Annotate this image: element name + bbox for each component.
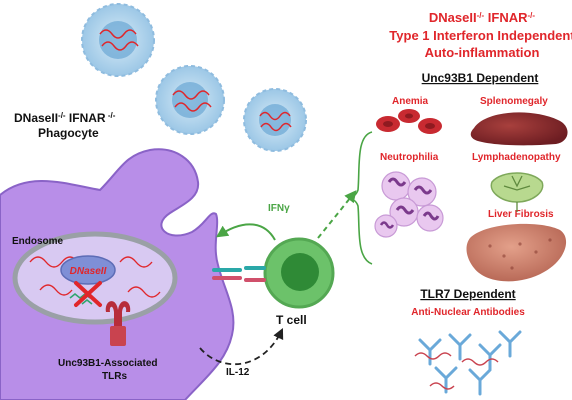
tlr-receptor-icon <box>105 301 131 346</box>
il12-label: IL-12 <box>226 367 250 378</box>
dnase-enzyme: DNaseII <box>60 255 116 307</box>
spleen-icon <box>470 112 568 146</box>
ifn-gamma-label: IFNγ <box>268 203 290 214</box>
svg-text:Phagocyte: Phagocyte <box>38 126 99 140</box>
phenotype-anti-nuclear-antibodies: Anti-Nuclear Antibodies <box>411 307 525 318</box>
lymph-node-icon <box>490 172 544 212</box>
phagocyte-label: DNaseII-/- IFNAR -/- Phagocyte <box>14 111 116 140</box>
nuclear-antigen-strands <box>414 352 499 390</box>
liver-fibrosis-spots <box>488 238 552 270</box>
endosome-label: Endosome <box>12 236 64 247</box>
tlr7-heading: TLR7 Dependent <box>420 287 515 301</box>
liver-icon <box>466 223 567 282</box>
enzyme-label: DNaseII <box>70 266 107 277</box>
tcell-label: T cell <box>276 313 307 327</box>
condition-title: DNaseII-/- IFNAR-/- <box>429 10 535 25</box>
phenotype-lymphadenopathy: Lymphadenopathy <box>472 152 561 163</box>
il12-arrow <box>199 328 284 366</box>
mhc-tcr-receptor-icon <box>212 266 266 282</box>
phenotype-splenomegaly: Splenomegaly <box>480 96 548 107</box>
neutrophils-icon <box>374 171 444 238</box>
red-blood-cells-icon <box>376 109 442 134</box>
phenotype-anemia: Anemia <box>392 96 429 107</box>
condition-subtitle-2: Auto-inflammation <box>425 45 540 60</box>
debris-body <box>243 88 307 152</box>
debris-body <box>155 65 225 135</box>
phenotype-bracket <box>347 131 373 265</box>
unc93b1-heading: Unc93B1 Dependent <box>422 71 539 85</box>
receptor-label-line2: TLRs <box>102 371 127 382</box>
condition-subtitle-1: Type 1 Interferon Independent <box>389 28 572 43</box>
ifn-gamma-arrow <box>216 223 276 241</box>
svg-text:DNaseII-/- IFNAR -/-: DNaseII-/- IFNAR -/- <box>14 111 116 125</box>
phenotype-neutrophilia: Neutrophilia <box>380 152 439 163</box>
debris-body <box>81 3 155 77</box>
receptor-label-line1: Unc93B1-Associated <box>58 358 157 369</box>
antibody-complex-icon <box>418 330 522 396</box>
t-cell <box>263 237 335 309</box>
debris-cluster <box>81 3 307 152</box>
phenotype-liver-fibrosis: Liver Fibrosis <box>488 209 554 220</box>
dashed-effect-arrow <box>317 190 357 239</box>
inhibited-cross-icon <box>74 281 102 307</box>
